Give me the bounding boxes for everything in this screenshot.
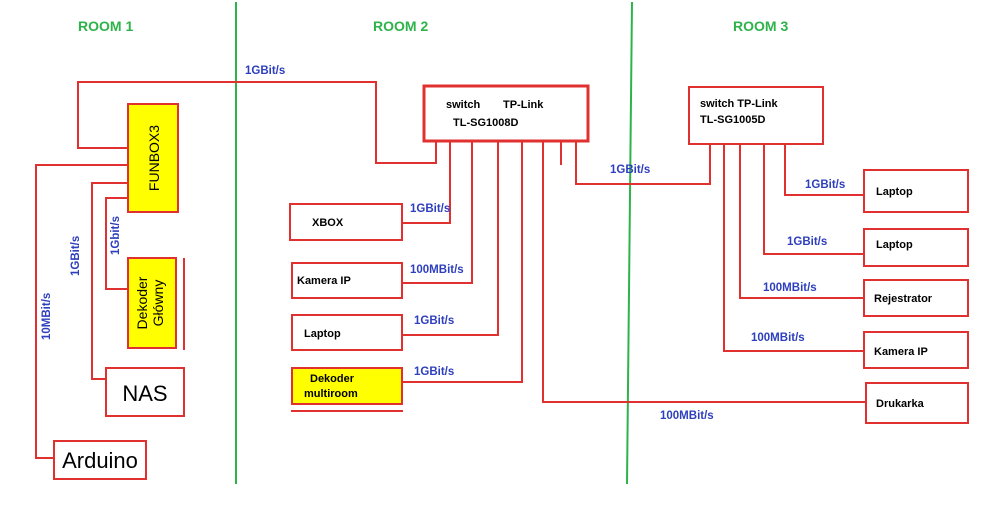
laptop-r2-label: Laptop [304,328,341,340]
wire-switch2-laptop-a [784,144,864,196]
wire-switch1-laptop [402,141,499,336]
funbox-label: FUNBOX3 [146,125,162,191]
kamera-ip-r3-label: Kamera IP [874,346,928,358]
switch2-box [688,86,824,145]
wire-switch1-xbox [402,141,451,224]
speed-switch1-switch2: 1GBit/s [610,164,650,176]
switch1-label-3: TL-SG1008D [453,117,518,129]
dekoder-glowny-box [127,257,177,349]
speed-switch1-dekoder: 1GBit/s [414,366,454,378]
rejestrator-label: Rejestrator [874,293,933,305]
wire-switch2-kamera [723,144,864,352]
speed-switch1-kamera: 100MBit/s [410,264,464,276]
wire-switch1-drukarka [542,141,866,403]
wire-funbox-switch1 [77,81,437,164]
speed-switch2-rejestrator: 100MBit/s [763,282,817,294]
dekoder-glowny-label-2: Główny [150,280,166,327]
arduino-label: Arduino [62,448,138,473]
funbox-box [127,103,179,213]
nas-label: NAS [122,381,167,406]
nas-box [105,367,185,417]
kamera-ip-r2-label: Kamera IP [297,275,351,287]
dekoder-multiroom-label-2: multiroom [304,388,358,400]
speed-funbox-dekoder: 1Gbit/s [110,216,122,255]
xbox-label: XBOX [312,217,344,229]
dekoder-multiroom-box [291,367,403,405]
speed-switch2-laptop-a: 1GBit/s [805,179,845,191]
switch1-box [422,84,590,143]
wire-switch1-kamera [402,141,473,284]
xbox-box [289,203,403,241]
speed-switch1-drukarka: 100MBit/s [660,410,714,422]
switch1-label-2: TP-Link [503,99,544,111]
laptop-r3-b-box [863,228,969,267]
room-2-label: ROOM 2 [373,18,428,34]
wire-switch2-laptop-b [763,144,864,255]
laptop-r3-b-label: Laptop [876,239,913,251]
drukarka-box [865,382,969,424]
laptop-r3-a-label: Laptop [876,186,913,198]
rejestrator-box [863,279,969,317]
speed-switch1-laptop: 1GBit/s [414,315,454,327]
switch2-label-1: switch TP-Link [700,98,779,110]
arduino-box [53,440,147,480]
speed-funbox-switch1: 1GBit/s [245,65,285,77]
speed-funbox-arduino: 10MBit/s [41,293,53,340]
speed-switch1-xbox: 1GBit/s [410,203,450,215]
dekoder-glowny-label-1: Dekoder [134,276,150,329]
room-1-label: ROOM 1 [78,18,133,34]
kamera-ip-r2-box [291,262,403,299]
switch1-label-1: switch [446,99,481,111]
drukarka-label: Drukarka [876,398,925,410]
laptop-r2-box [291,314,403,351]
switch2-label-2: TL-SG1005D [700,114,765,126]
dekoder-multiroom-label-1: Dekoder [310,373,355,385]
wire-funbox-arduino [35,164,128,459]
speed-funbox-nas: 1GBit/s [70,236,82,276]
kamera-ip-r3-box [863,331,969,369]
wire-switch1-dekoder [402,141,523,383]
wire-switch1-switch2 [575,141,711,185]
speed-switch2-laptop-b: 1GBit/s [787,236,827,248]
wire-funbox-dekoder [105,197,128,290]
wire-funbox-nas [91,182,128,380]
room-3-label: ROOM 3 [733,18,788,34]
laptop-r3-a-box [863,169,969,213]
wire-switch2-rejestrator [739,144,864,299]
room-divider-2 [626,1,633,485]
speed-switch2-kamera: 100MBit/s [751,332,805,344]
